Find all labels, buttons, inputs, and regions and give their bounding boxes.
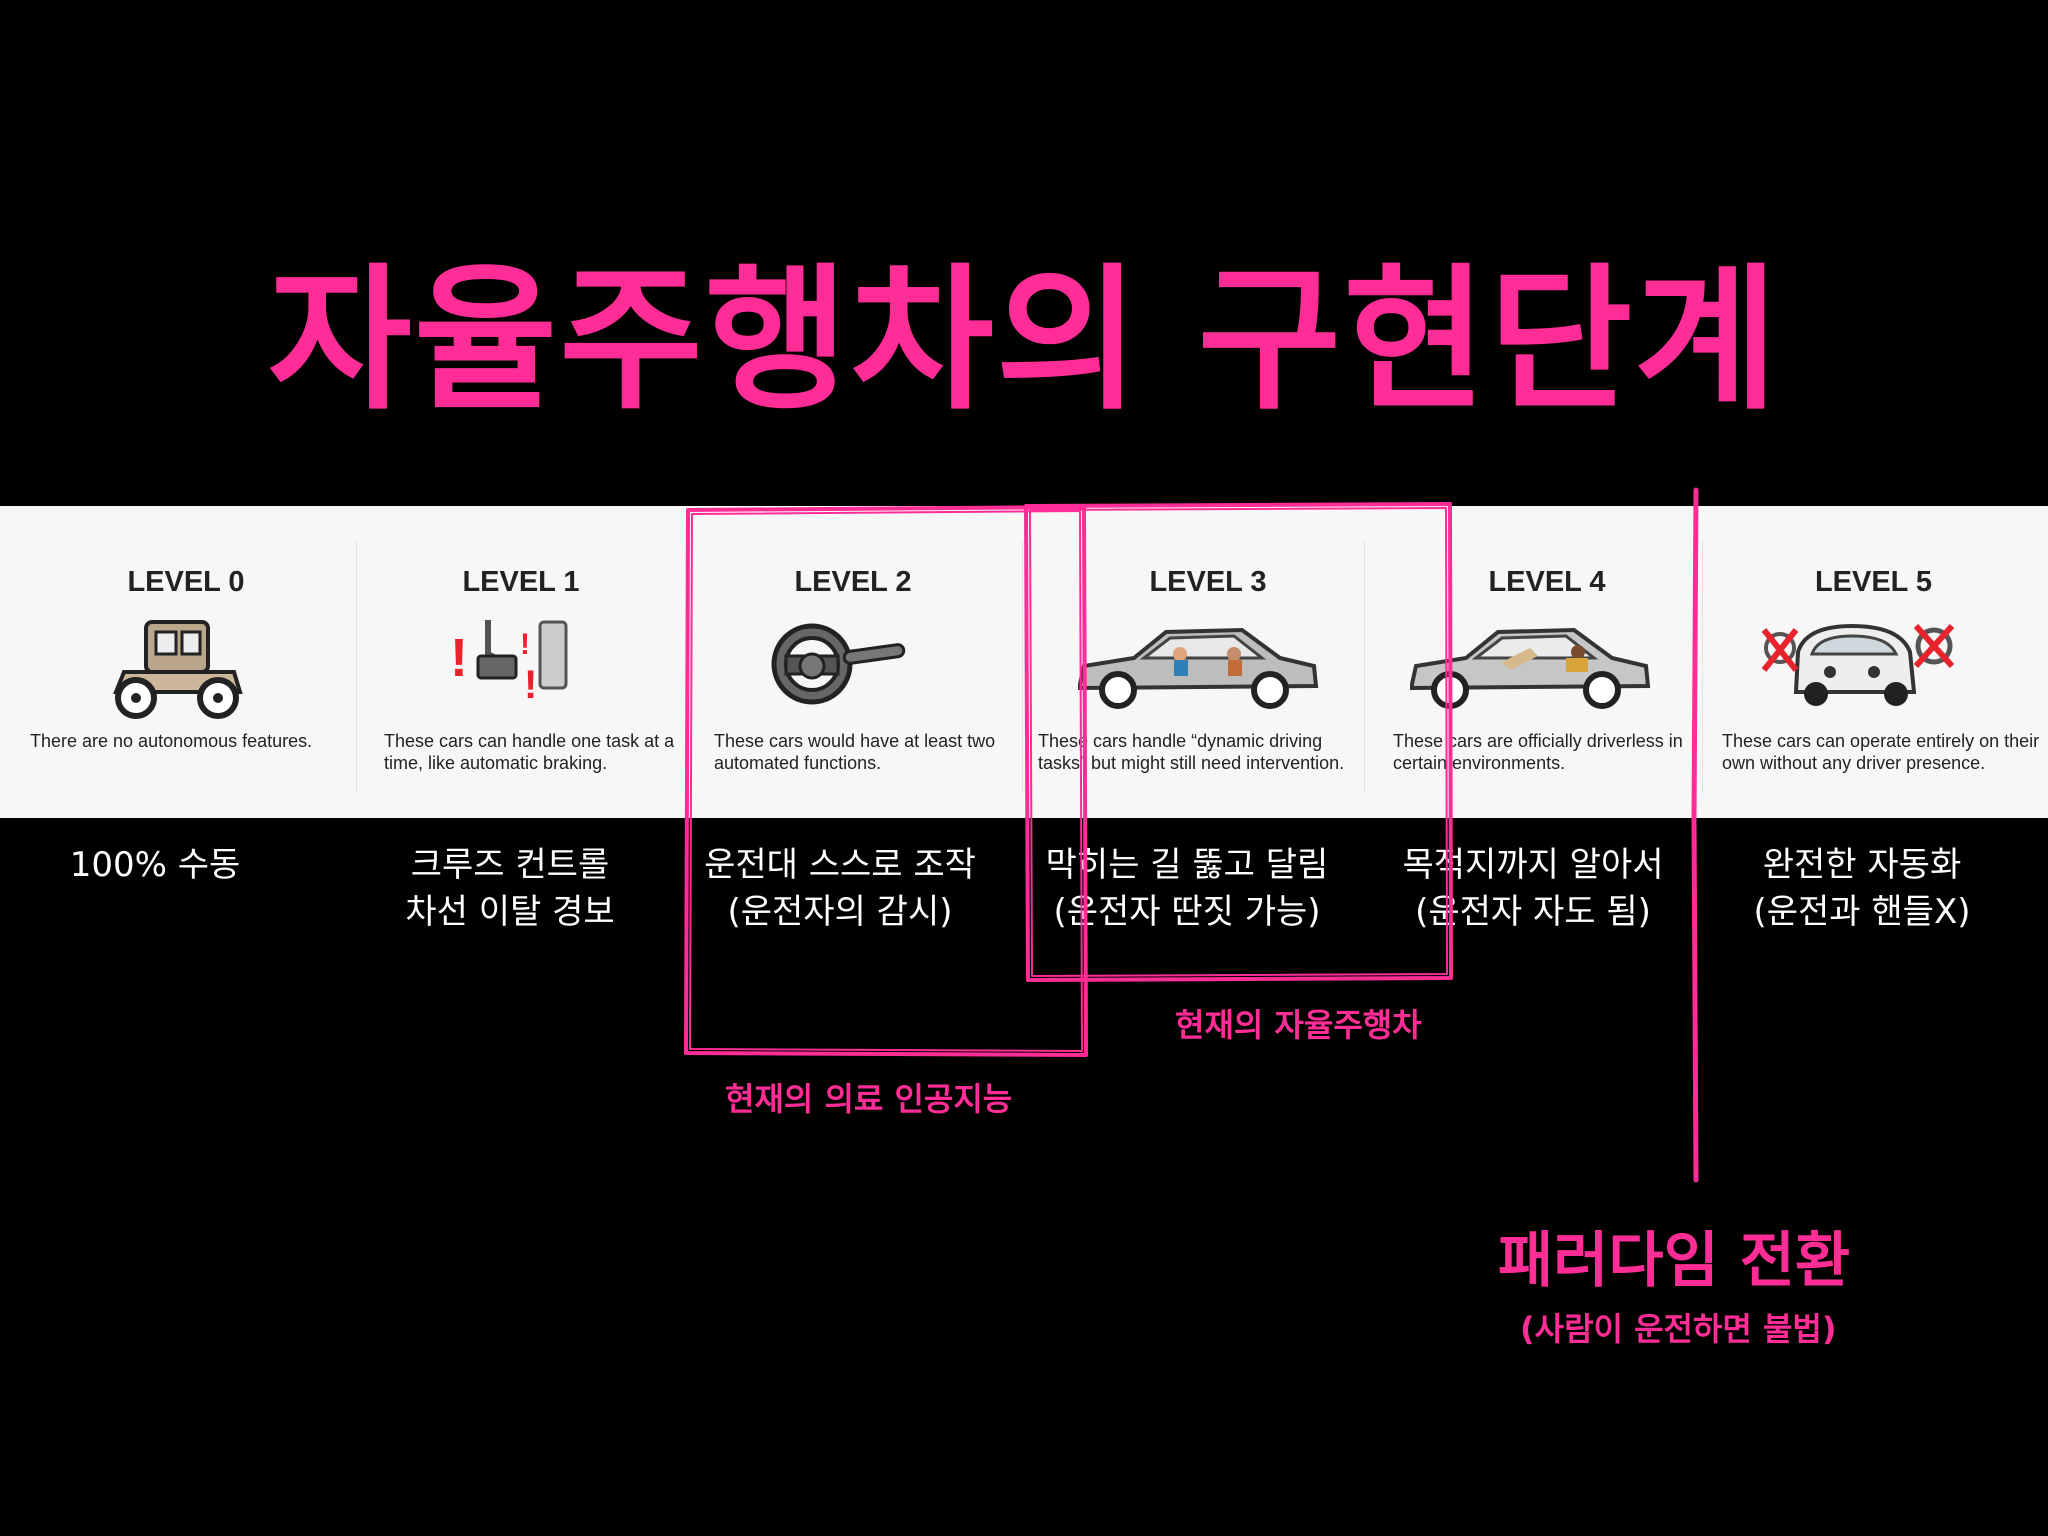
sedan-driver-icon <box>1078 627 1319 709</box>
korean-line: 차선 이탈 경보 <box>405 892 615 932</box>
level-description: These cars can handle one task at a time… <box>384 731 675 773</box>
level-description: These cars are officially driverless in … <box>1393 731 1683 773</box>
level-3-korean: 막히는 길 뚫고 달림 (운전자 딴짓 가능) <box>1032 842 1342 936</box>
level-description: These cars can operate entirely on their… <box>1722 731 2040 773</box>
svg-text:!: ! <box>520 628 530 661</box>
korean-line: (운전자 딴짓 가능) <box>1053 892 1321 932</box>
annotation-current-autonomous: 현재의 자율주행차 <box>1175 1006 1422 1044</box>
korean-line: 막히는 길 뚫고 달림 <box>1045 845 1329 885</box>
medical-ai-box <box>684 505 1088 1057</box>
steering-wheel-icon <box>771 623 906 705</box>
level-description: These cars would have at least two autom… <box>714 731 996 773</box>
korean-line: (운전자의 감시) <box>727 892 953 932</box>
divider <box>1702 540 1703 792</box>
self-driving-pod-icon <box>1761 623 1955 706</box>
level-2-card: LEVEL 2 These cars would have at least t… <box>688 506 1022 818</box>
annotation-medical-ai: 현재의 의료 인공지능 <box>725 1080 1013 1118</box>
divider <box>1364 540 1365 792</box>
level-title: LEVEL 4 <box>1488 566 1606 598</box>
level-0-card: LEVEL 0 There are no autonomous features… <box>0 506 356 818</box>
page-title: 자율주행차의 구현단계 <box>268 249 1780 431</box>
annotation-paradigm-shift: 패러다임 전환 <box>1498 1226 1851 1296</box>
korean-line: (운전과 핸들X) <box>1753 892 1971 932</box>
divider <box>356 540 357 792</box>
level-3-card: LEVEL 3 These cars handle “dynamic drivi… <box>1022 506 1364 818</box>
medical-ai-box-retrace <box>689 510 1083 1052</box>
vintage-car-icon <box>113 620 243 719</box>
level-1-card: LEVEL 1 ! ! ! These cars can handle one … <box>356 506 688 818</box>
svg-text:!: ! <box>450 628 468 688</box>
svg-text:!: ! <box>524 663 537 707</box>
level-title: LEVEL 5 <box>1814 566 1933 598</box>
level-4-card: LEVEL 4 These cars are officially driver… <box>1364 506 1702 818</box>
current-autonomous-box-retrace <box>1029 507 1448 977</box>
divider <box>1022 540 1023 792</box>
pedals-warning-icon: ! ! ! <box>450 620 568 707</box>
annotation-strokes <box>684 487 1699 1183</box>
levels-band <box>0 506 2048 818</box>
level-5-korean: 완전한 자동화 (운전과 핸들X) <box>1727 842 1997 936</box>
level-description: These cars handle “dynamic driving tasks… <box>1038 731 1345 773</box>
korean-line: 완전한 자동화 <box>1762 845 1962 885</box>
sedan-reclined-icon <box>1410 627 1651 709</box>
level-2-korean: 운전대 스스로 조작 (운전자의 감시) <box>690 842 990 936</box>
korean-line: 운전대 스스로 조작 <box>704 845 976 885</box>
paradigm-line <box>1691 487 1699 1183</box>
level-title: LEVEL 3 <box>1149 566 1267 598</box>
level-title: LEVEL 1 <box>462 566 580 598</box>
level-title: LEVEL 0 <box>127 566 245 598</box>
level-0-korean: 100% 수동 <box>30 842 280 889</box>
level-1-korean: 크루즈 컨트롤 차선 이탈 경보 <box>375 842 645 936</box>
level-5-card: LEVEL 5 These cars can operate entirely … <box>1702 506 2048 818</box>
current-autonomous-box <box>1024 502 1453 982</box>
annotation-paradigm-note: (사람이 운전하면 불법) <box>1520 1310 1837 1348</box>
korean-line: 크루즈 컨트롤 <box>410 845 610 885</box>
level-title: LEVEL 2 <box>794 566 912 598</box>
korean-line: (운전자 자도 됨) <box>1415 892 1651 932</box>
korean-line: 100% 수동 <box>69 845 241 885</box>
level-description: There are no autonomous features. <box>30 731 313 751</box>
